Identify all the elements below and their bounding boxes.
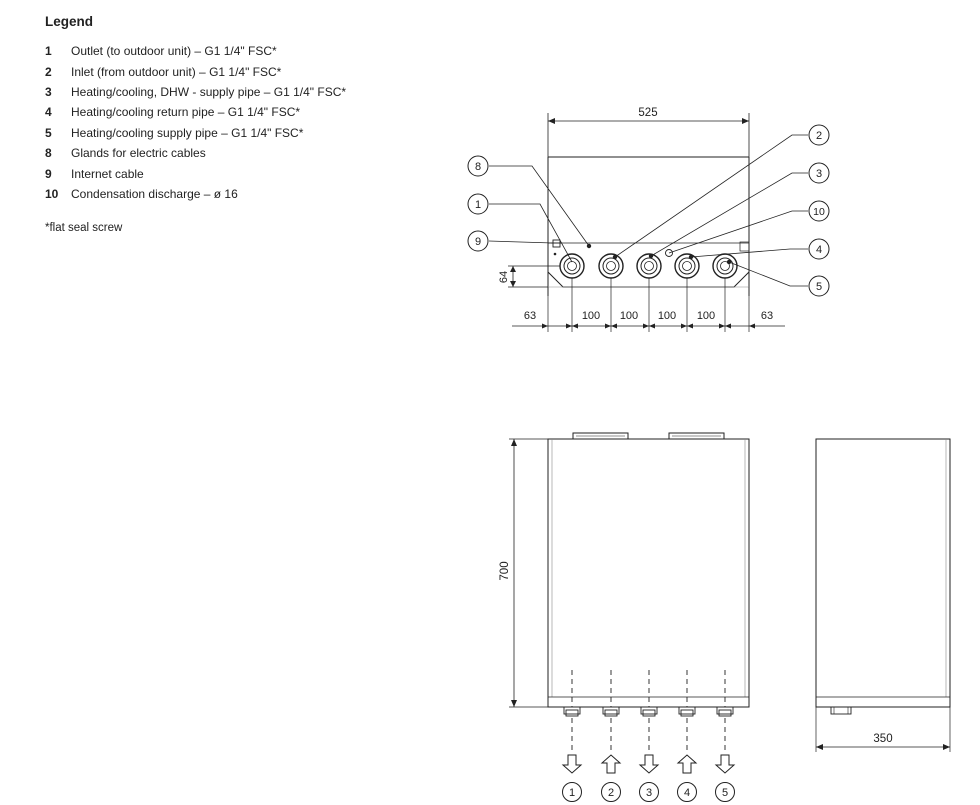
callout-9: 9 <box>467 230 489 252</box>
flow-callout-circle-4 <box>677 782 697 802</box>
flow-callout-label-5: 5 <box>722 787 728 799</box>
dimension-edge-left-label: 63 <box>524 310 536 322</box>
legend-item-number: 5 <box>45 125 52 140</box>
flow-arrow-in-4 <box>676 754 698 774</box>
front-view: 700 1 2 3 4 5 <box>499 432 750 802</box>
legend-item-number: 3 <box>45 84 52 99</box>
legend-item-text: Outlet (to outdoor unit) – G1 1/4" FSC* <box>71 44 277 59</box>
flow-callout-label-1: 1 <box>569 787 575 799</box>
footnote: *flat seal screw <box>45 222 123 234</box>
legend-title: Legend <box>45 14 94 29</box>
callout-3: 3 <box>808 162 830 184</box>
callout-2: 2 <box>808 124 830 146</box>
flow-callout-circle-5 <box>715 782 735 802</box>
flow-arrow-out-3 <box>638 754 660 774</box>
legend-item: 2 Inlet (from outdoor unit) – G1 1/4" FSC… <box>45 61 346 81</box>
top-view: 525 <box>467 107 830 332</box>
legend-item-text: Heating/cooling return pipe – G1 1/4" FS… <box>71 105 301 120</box>
dimension-edge-right-label: 63 <box>761 310 773 322</box>
callout-10: 10 <box>808 200 830 222</box>
callout-9-label: 9 <box>475 236 481 248</box>
dimension-spacing-4-label: 100 <box>697 310 715 322</box>
legend-item-text: Glands for electric cables <box>71 146 206 161</box>
flow-callout-label-4: 4 <box>684 787 690 799</box>
legend-item-text: Internet cable <box>71 166 144 181</box>
legend-item: 3 Heating/cooling, DHW - supply pipe – G1… <box>45 82 346 102</box>
unit-front-outline <box>547 438 750 708</box>
pipe-connection-3 <box>636 253 662 279</box>
legend-item-text: Condensation discharge – ø 16 <box>71 186 238 201</box>
flow-callout-label-2: 2 <box>608 787 614 799</box>
unit-side-outline <box>815 438 951 708</box>
flow-arrow-out-1 <box>561 754 583 774</box>
unit-body-outline <box>547 156 750 296</box>
dimension-spacing-3-label: 100 <box>658 310 676 322</box>
legend-item-text: Heating/cooling, DHW - supply pipe – G1 … <box>71 84 347 99</box>
legend-item-text: Inlet (from outdoor unit) – G1 1/4" FSC* <box>71 64 282 79</box>
dimension-spacing-1-label: 100 <box>582 310 600 322</box>
flow-callout-circle-2 <box>601 782 621 802</box>
flow-callout-circle-3 <box>639 782 659 802</box>
dimension-width-label: 525 <box>638 107 657 119</box>
callout-4: 4 <box>808 238 830 260</box>
flow-arrow-in-2 <box>600 754 622 774</box>
flow-callout-label-3: 3 <box>646 787 652 799</box>
side-view: 350 <box>815 438 951 752</box>
callout-5-label: 5 <box>816 281 822 293</box>
flow-callout-circle-1 <box>562 782 582 802</box>
legend-item: 1 Outlet (to outdoor unit) – G1 1/4" FSC* <box>45 41 346 61</box>
callout-8: 8 <box>467 155 489 177</box>
legend-item: 8 Glands for electric cables <box>45 143 346 163</box>
pipe-connection-5 <box>712 253 738 279</box>
callout-1-label: 1 <box>475 199 481 211</box>
legend-item-number: 1 <box>45 44 52 59</box>
callout-5: 5 <box>808 275 830 297</box>
legend-item-number: 8 <box>45 146 52 161</box>
callout-4-label: 4 <box>816 244 822 256</box>
legend-item-number: 2 <box>45 64 52 79</box>
dimension-pipe-height-label: 64 <box>498 271 510 283</box>
legend-item-text: Heating/cooling supply pipe – G1 1/4" FS… <box>71 125 304 140</box>
legend-item-number: 10 <box>45 186 59 201</box>
legend-item: 10 Condensation discharge – ø 16 <box>45 184 346 204</box>
legend-item: 5 Heating/cooling supply pipe – G1 1/4" F… <box>45 123 346 143</box>
dimension-spacing-2-label: 100 <box>620 310 638 322</box>
callout-2-label: 2 <box>816 130 822 142</box>
internet-cable-gland <box>551 239 562 256</box>
legend-item: 4 Heating/cooling return pipe – G1 1/4" F… <box>45 102 346 122</box>
flow-arrows: 1 2 3 4 5 <box>561 754 736 802</box>
callout-8-label: 8 <box>475 161 481 173</box>
legend-item-number: 4 <box>45 105 52 120</box>
condensation-drain <box>665 249 673 257</box>
callout-1: 1 <box>467 193 489 215</box>
dimension-height-label: 700 <box>499 561 511 580</box>
legend-list: 1 Outlet (to outdoor unit) – G1 1/4" FSC*… <box>45 41 346 204</box>
flow-arrow-out-5 <box>714 754 736 774</box>
callout-3-label: 3 <box>816 168 822 180</box>
pipe-connection-2 <box>598 253 624 279</box>
legend-item: 9 Internet cable <box>45 163 346 183</box>
pipe-connection-1 <box>559 253 585 279</box>
dimension-depth-label: 350 <box>873 733 892 745</box>
callout-10-label: 10 <box>813 206 825 218</box>
pipe-connection-4 <box>674 253 700 279</box>
legend-item-number: 9 <box>45 166 52 181</box>
